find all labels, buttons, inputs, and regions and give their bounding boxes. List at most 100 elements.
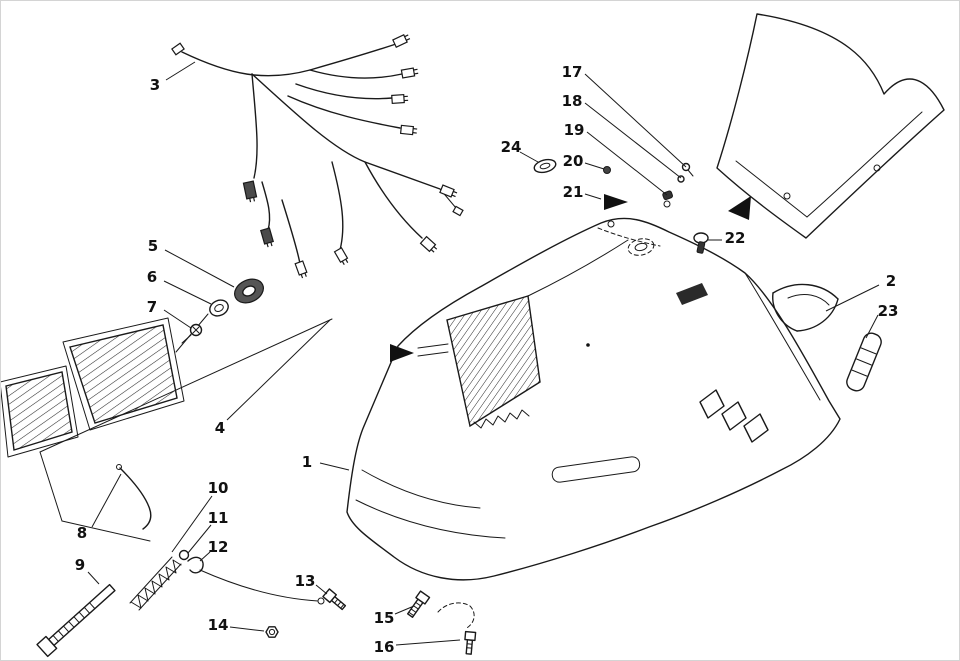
callout-label-15: 15 [374,609,395,627]
callout-leader-9 [87,571,100,585]
spring-coil [130,559,182,609]
callout-leader-14 [229,626,265,632]
spring-eye-11 [178,549,190,561]
harness-plug-icon [171,42,185,56]
headlight-opening-grille [446,295,541,428]
headlight-lens-rim [62,317,185,431]
callout-label-14: 14 [208,616,229,634]
bulb-retainer-ring [209,299,229,317]
callout-leader-8 [91,473,122,528]
hood-emblem [676,283,708,305]
wiring-harness [171,34,464,279]
cable-to-bolt [199,569,319,602]
callout-leader-3 [165,61,196,81]
callout-label-1: 1 [302,453,312,471]
callout-label-8: 8 [77,524,87,542]
headlight-bulb [181,323,203,344]
harness-connector-icon [400,67,419,79]
callout-leader-16 [395,639,461,646]
callout-label-13: 13 [295,572,316,590]
hook-12 [187,556,204,574]
hood-fastener-hole [607,220,615,228]
nut-14 [265,626,279,638]
grab-handle [846,332,882,392]
headlight-lens [69,324,178,424]
harness-connector-icon [391,93,409,105]
long-bolt [36,583,116,658]
callout-leader-12 [199,551,211,562]
washer-24 [533,158,557,174]
callout-label-22: 22 [725,229,746,247]
callout-leader-18 [584,102,682,179]
callout-label-19: 19 [564,121,585,139]
windshield-hole [873,164,881,172]
arrow-windshield-icon [728,196,751,220]
grille-serration [473,409,530,429]
hood-rivet [586,343,590,347]
harness-connector-icon [294,260,308,279]
callout-label-3: 3 [150,76,160,94]
rubber-grommet [234,278,264,304]
auxiliary-lens [5,371,73,451]
callout-leader-10 [171,495,213,553]
callout-leader-24 [519,151,539,163]
callout-label-4: 4 [215,419,225,437]
auxiliary-lens-rim [0,365,79,458]
callout-label-6: 6 [147,268,157,286]
spring-assembly [129,549,347,638]
callout-leader-6 [163,280,212,305]
callout-leader-11 [187,524,212,554]
harness-connector-icon [260,227,274,248]
arrow-into-headlight-opening-icon [390,344,414,362]
callout-label-24: 24 [501,138,522,156]
callout-label-21: 21 [563,183,584,201]
rivet-20 [603,166,611,174]
callout-leader-4 [226,319,331,421]
harness-connector-icon [399,124,418,136]
windshield-hole [783,192,791,200]
callout-label-20: 20 [563,152,584,170]
screw-15 [406,590,431,618]
callout-leader-13 [315,584,328,595]
windshield-side-flap [772,283,839,332]
screw-16 [464,630,477,655]
callout-label-7: 7 [147,298,157,316]
bolt-13 [322,588,347,611]
callout-label-9: 9 [75,556,85,574]
callout-leader-23 [865,314,879,339]
hood-handle-recess [551,456,641,483]
hood-fastener-hole [663,200,671,208]
push-pin-22 [693,232,709,254]
callout-label-23: 23 [878,302,899,320]
callout-leader-17 [584,73,687,168]
callout-leader-7 [163,309,192,329]
callout-label-5: 5 [148,237,158,255]
harness-connector-icon [242,180,258,203]
callout-leader-1 [319,462,350,471]
harness-connector-icon [419,235,438,253]
callout-label-17: 17 [562,63,583,81]
callout-label-2: 2 [886,272,896,290]
mounting-panel-lines [39,318,333,542]
windshield-fasteners [533,158,709,254]
callout-leader-21 [584,193,602,200]
hood-panel [346,200,841,581]
callout-leader-2 [825,284,880,312]
harness-connector-icon [452,205,464,217]
headlight-assembly [0,278,264,458]
callout-label-11: 11 [208,509,229,527]
harness-connector-icon [439,184,458,198]
callout-leader-5 [164,249,235,288]
windshield [716,13,945,239]
fuel-cap [597,227,661,256]
callout-label-18: 18 [562,92,583,110]
harness-connector-icon [392,34,411,48]
hidden-bracket [437,602,475,630]
callout-label-12: 12 [208,538,229,556]
harness-connector-icon [333,246,349,265]
bottom-screws [406,590,477,655]
callout-label-10: 10 [208,479,229,497]
washer-18 [677,175,685,183]
